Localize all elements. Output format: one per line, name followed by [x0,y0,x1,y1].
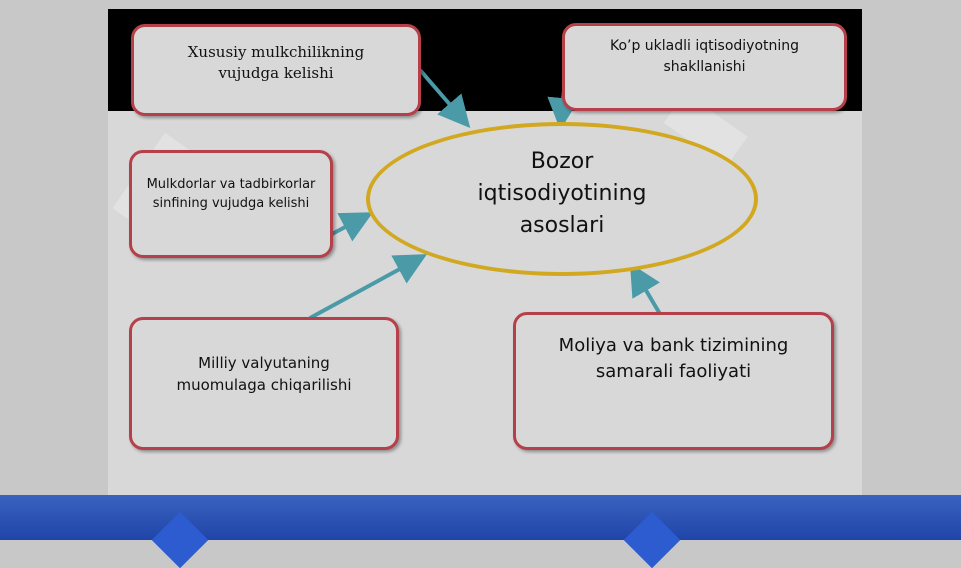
center-ellipse: Bozor iqtisodiyotining asoslari [366,122,758,276]
arrow-private-property [418,68,471,129]
node-multi-structure: Ko’p ukladli iqtisodiyotning shakllanish… [562,23,847,111]
center-label: Bozor iqtisodiyotining asoslari [477,149,647,238]
arrow-finance-bank [629,263,662,316]
node-finance-bank-label: Moliya va bank tizimining samarali faoli… [558,335,789,382]
node-national-currency-label: Milliy valyutaning muomulaga chiqarilish… [176,353,352,394]
node-owners-class: Mulkdorlar va tadbirkorlar sinfining vuj… [129,150,333,258]
node-owners-class-label: Mulkdorlar va tadbirkorlar sinfining vuj… [146,177,316,211]
arrow-national-currency [309,254,428,320]
node-private-property: Xususiy mulkchilikning vujudga kelishi [131,24,421,116]
node-private-property-label: Xususiy mulkchilikning vujudga kelishi [187,43,365,82]
node-multi-structure-label: Ko’p ukladli iqtisodiyotning shakllanish… [609,38,800,75]
node-national-currency: Milliy valyutaning muomulaga chiqarilish… [129,317,399,450]
node-finance-bank: Moliya va bank tizimining samarali faoli… [513,312,834,450]
arrow-owners-class [331,212,374,242]
